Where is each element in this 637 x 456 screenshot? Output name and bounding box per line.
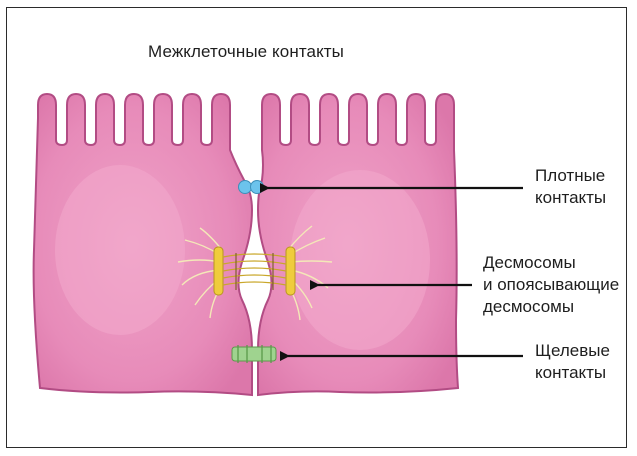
label-line: Щелевые [535, 340, 610, 362]
gap-junction [232, 345, 276, 363]
tight-junction [239, 181, 264, 194]
label-line: и опоясывающие [483, 274, 619, 296]
right-cell [258, 94, 458, 395]
label-line: десмосомы [483, 296, 619, 318]
gap-junctions-label: Щелевые контакты [535, 340, 610, 384]
label-line: Плотные [535, 165, 606, 187]
desmosomes-label: Десмосомы и опоясывающие десмосомы [483, 252, 619, 318]
tight-junctions-label: Плотные контакты [535, 165, 606, 209]
label-line: контакты [535, 187, 606, 209]
label-line: контакты [535, 362, 610, 384]
left-cell [34, 94, 252, 395]
label-line: Десмосомы [483, 252, 619, 274]
